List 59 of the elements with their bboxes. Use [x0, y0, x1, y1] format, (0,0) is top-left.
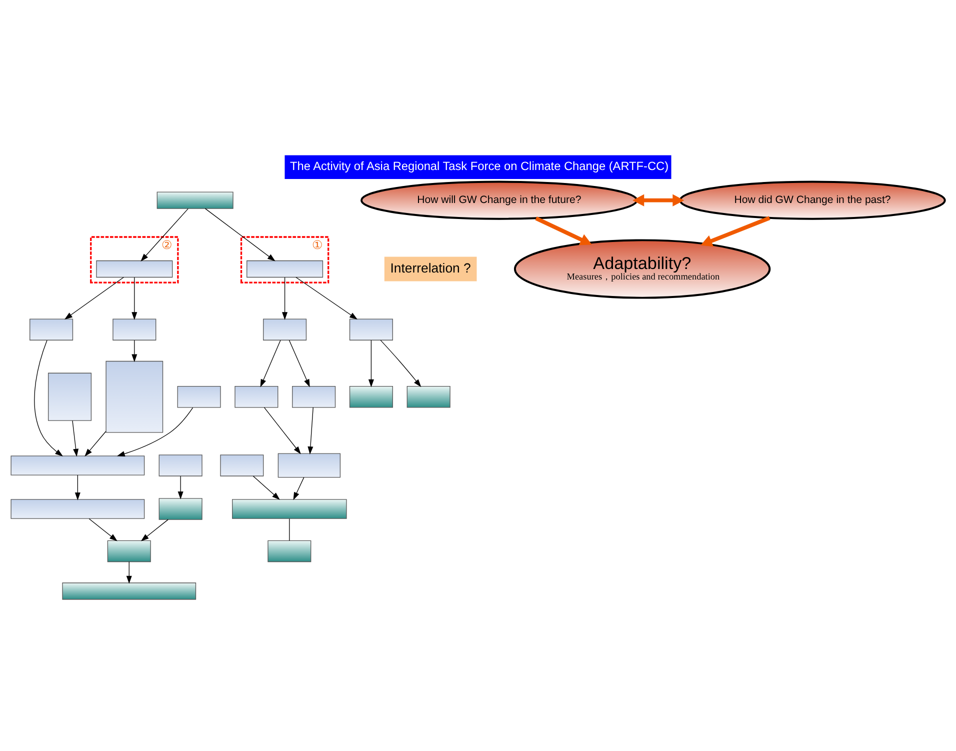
node-ellipse: Adaptability? Measures，policies and recommendation — [514, 238, 771, 298]
arrow — [204, 208, 276, 261]
node-box — [158, 498, 202, 520]
node-box — [10, 498, 145, 518]
arrow — [282, 276, 288, 320]
arrow — [116, 406, 194, 456]
arrow — [632, 194, 684, 206]
arrow — [88, 518, 118, 541]
arrow — [178, 475, 184, 499]
node-box — [112, 318, 156, 340]
node-box — [292, 385, 336, 408]
arrow — [34, 340, 63, 456]
node-box — [268, 540, 312, 562]
node-ellipse: How will GW Change in the future? — [360, 180, 638, 220]
cluster: ② — [90, 236, 179, 283]
arrow — [293, 476, 304, 500]
arrow — [288, 339, 310, 387]
node-box — [220, 454, 264, 476]
node-box — [232, 498, 347, 518]
arrow — [700, 216, 770, 246]
node-box — [349, 318, 393, 340]
node-box: Interrelation ? — [384, 256, 477, 281]
node-box — [278, 452, 341, 478]
arrow — [296, 276, 358, 320]
connector — [289, 518, 290, 540]
arrow — [72, 420, 79, 456]
node-box — [48, 372, 92, 420]
arrow — [535, 216, 592, 245]
node-box — [263, 318, 307, 340]
arrow — [260, 339, 281, 387]
cluster: ① — [240, 236, 330, 283]
node-box — [96, 260, 173, 278]
node-box — [10, 455, 145, 475]
node-ellipse: How did GW Change in the past? — [679, 180, 946, 220]
node-box — [158, 454, 202, 476]
node-box — [234, 385, 278, 408]
arrow — [132, 276, 138, 320]
arrow — [84, 430, 106, 456]
arrow — [74, 474, 80, 500]
arrow — [126, 560, 132, 584]
node-box — [156, 191, 234, 208]
node-box — [30, 318, 74, 340]
arrow — [252, 475, 280, 500]
arrow — [64, 276, 124, 320]
node-box — [246, 260, 324, 278]
arrow — [264, 406, 301, 454]
arrow — [308, 406, 314, 454]
node-box — [177, 385, 221, 408]
node-box — [62, 582, 196, 600]
arrow — [380, 339, 422, 387]
arrow — [140, 518, 168, 541]
node-box — [106, 360, 164, 432]
diagram-title: The Activity of Asia Regional Task Force on Climate Change (ARTF-CC) — [290, 158, 669, 173]
arrow — [132, 339, 138, 362]
arrow — [140, 208, 188, 261]
node-box — [107, 540, 151, 562]
node-box — [349, 385, 393, 408]
arrow — [368, 339, 374, 387]
node-box — [406, 385, 450, 408]
